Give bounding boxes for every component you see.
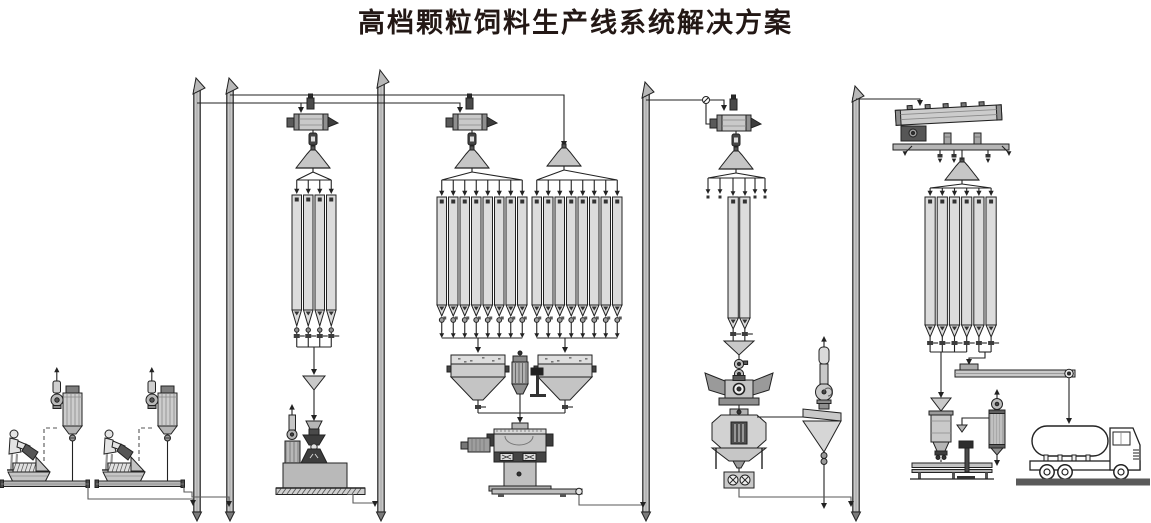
bucket-elevator-1 [191, 76, 206, 523]
weigh-hopper-2 [533, 354, 597, 413]
bulk-truck [1016, 425, 1150, 486]
batch-mixer [460, 422, 583, 497]
bag-sewing-conveyor [910, 440, 994, 480]
distributor-batch-1 [453, 145, 491, 172]
distributor-batch-2 [545, 143, 583, 170]
batching-silos-b [531, 196, 623, 318]
raw-silos [291, 194, 337, 328]
rotary-cleaner-2 [445, 93, 499, 148]
hammer-mill [282, 420, 348, 489]
rotary-cleaner-1 [286, 93, 340, 148]
packing-dust-filter [956, 389, 1006, 466]
intake-conveyor [94, 479, 185, 488]
weigh-hopper-1 [446, 354, 510, 413]
pellet-mill [704, 372, 774, 409]
intake-station-1 [0, 367, 90, 488]
pellet-bins [727, 196, 751, 331]
batching-section [438, 169, 622, 423]
bottom-lines [87, 487, 854, 508]
finished-product-silos [924, 196, 997, 339]
page-title: 高档颗粒饲料生产线系统解决方案 [358, 8, 793, 38]
rotary-cleaner-3 [709, 94, 763, 149]
bucket-elevator-2 [224, 76, 239, 523]
raw-material-section [293, 171, 340, 421]
pelleting-section [705, 172, 768, 359]
mill-ground [275, 487, 366, 495]
worker-with-bag [7, 429, 39, 471]
sieve-deck [894, 101, 1003, 126]
intake-conveyor [0, 479, 90, 488]
batching-silos-a [436, 196, 528, 318]
additive-bin [511, 350, 546, 413]
packing-scale [928, 397, 954, 462]
aspiration-system [43, 367, 83, 481]
pulse-dust-filter-mill [284, 404, 301, 464]
aspiration-system [138, 367, 178, 481]
bucket-elevator-3 [375, 68, 390, 523]
grading-sieve [892, 101, 1012, 163]
worker-with-bag [102, 429, 134, 471]
product-section [927, 183, 1000, 398]
crumbler [723, 471, 755, 489]
bulk-screw-conveyor [954, 352, 1076, 424]
distributor-pellet [717, 146, 755, 173]
counterflow-cooler [710, 408, 768, 472]
distributor-raw [294, 145, 332, 172]
bucket-elevator-5 [850, 84, 865, 523]
distributor-product [943, 157, 981, 184]
cooler-air-system [757, 336, 842, 509]
bucket-elevator-4 [640, 80, 655, 523]
intake-station-2 [94, 367, 185, 488]
